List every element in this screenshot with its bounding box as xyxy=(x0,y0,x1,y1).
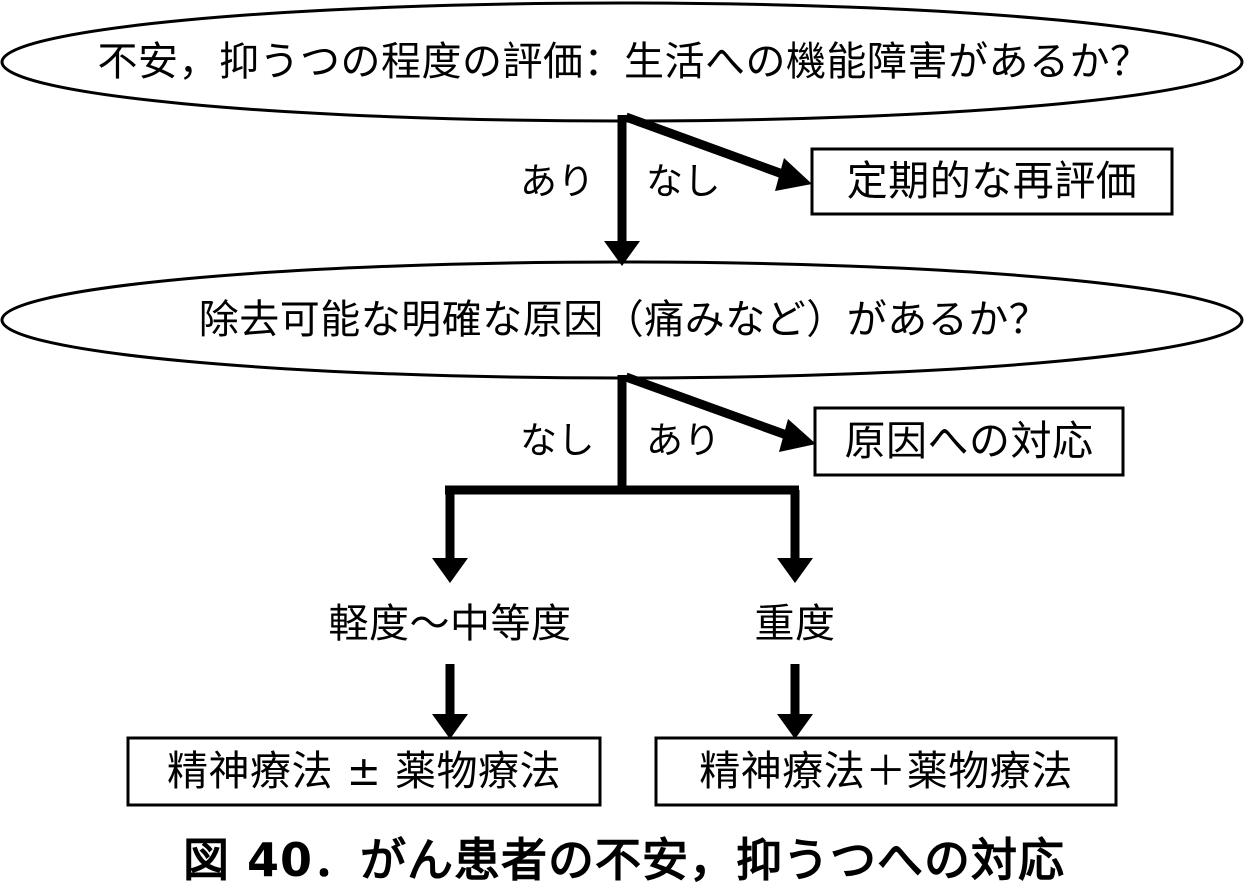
decision-2-label: 除去可能な明確な原因（痛みなど）があるか？ xyxy=(198,297,1050,343)
box-treatment-mild xyxy=(126,736,602,807)
severity-label-severe: 重度 xyxy=(754,601,836,647)
decision-1-label: 不安，抑うつの程度の評価：生活への機能障害があるか？ xyxy=(97,39,1151,85)
branch-label-d1-left: あり xyxy=(520,160,595,203)
box-cause-response xyxy=(813,406,1125,477)
severity-label-mild: 軽度〜中等度 xyxy=(328,601,572,647)
branch-label-d1-right: なし xyxy=(646,160,721,203)
arrowhead-d1-down xyxy=(604,241,640,266)
arrow-d2-diagonal xyxy=(624,372,794,442)
box-cause-response-label: 原因への対応 xyxy=(844,417,1094,465)
figure-caption: 図 40．がん患者の不安，抑うつへの対応 xyxy=(182,833,1066,887)
arrowhead-severe-to-treatment xyxy=(777,714,813,739)
branch-label-d2-right: あり xyxy=(646,419,721,462)
arrowhead-split-left xyxy=(432,558,468,583)
branch-label-d2-left: なし xyxy=(520,419,595,462)
box-treatment-mild-label: 精神療法 ± 薬物療法 xyxy=(167,747,561,795)
box-treatment-severe-label: 精神療法＋薬物療法 xyxy=(699,747,1073,795)
arrowhead-split-right xyxy=(777,558,813,583)
arrowhead-mild-to-treatment xyxy=(432,714,468,739)
arrowhead-d2-diagonal xyxy=(779,419,816,452)
arrowhead-d1-diagonal xyxy=(775,158,812,191)
box-treatment-severe xyxy=(654,736,1118,807)
arrow-d1-diagonal xyxy=(624,112,790,181)
box-reassess-label: 定期的な再評価 xyxy=(846,157,1138,205)
box-reassess xyxy=(810,147,1174,216)
